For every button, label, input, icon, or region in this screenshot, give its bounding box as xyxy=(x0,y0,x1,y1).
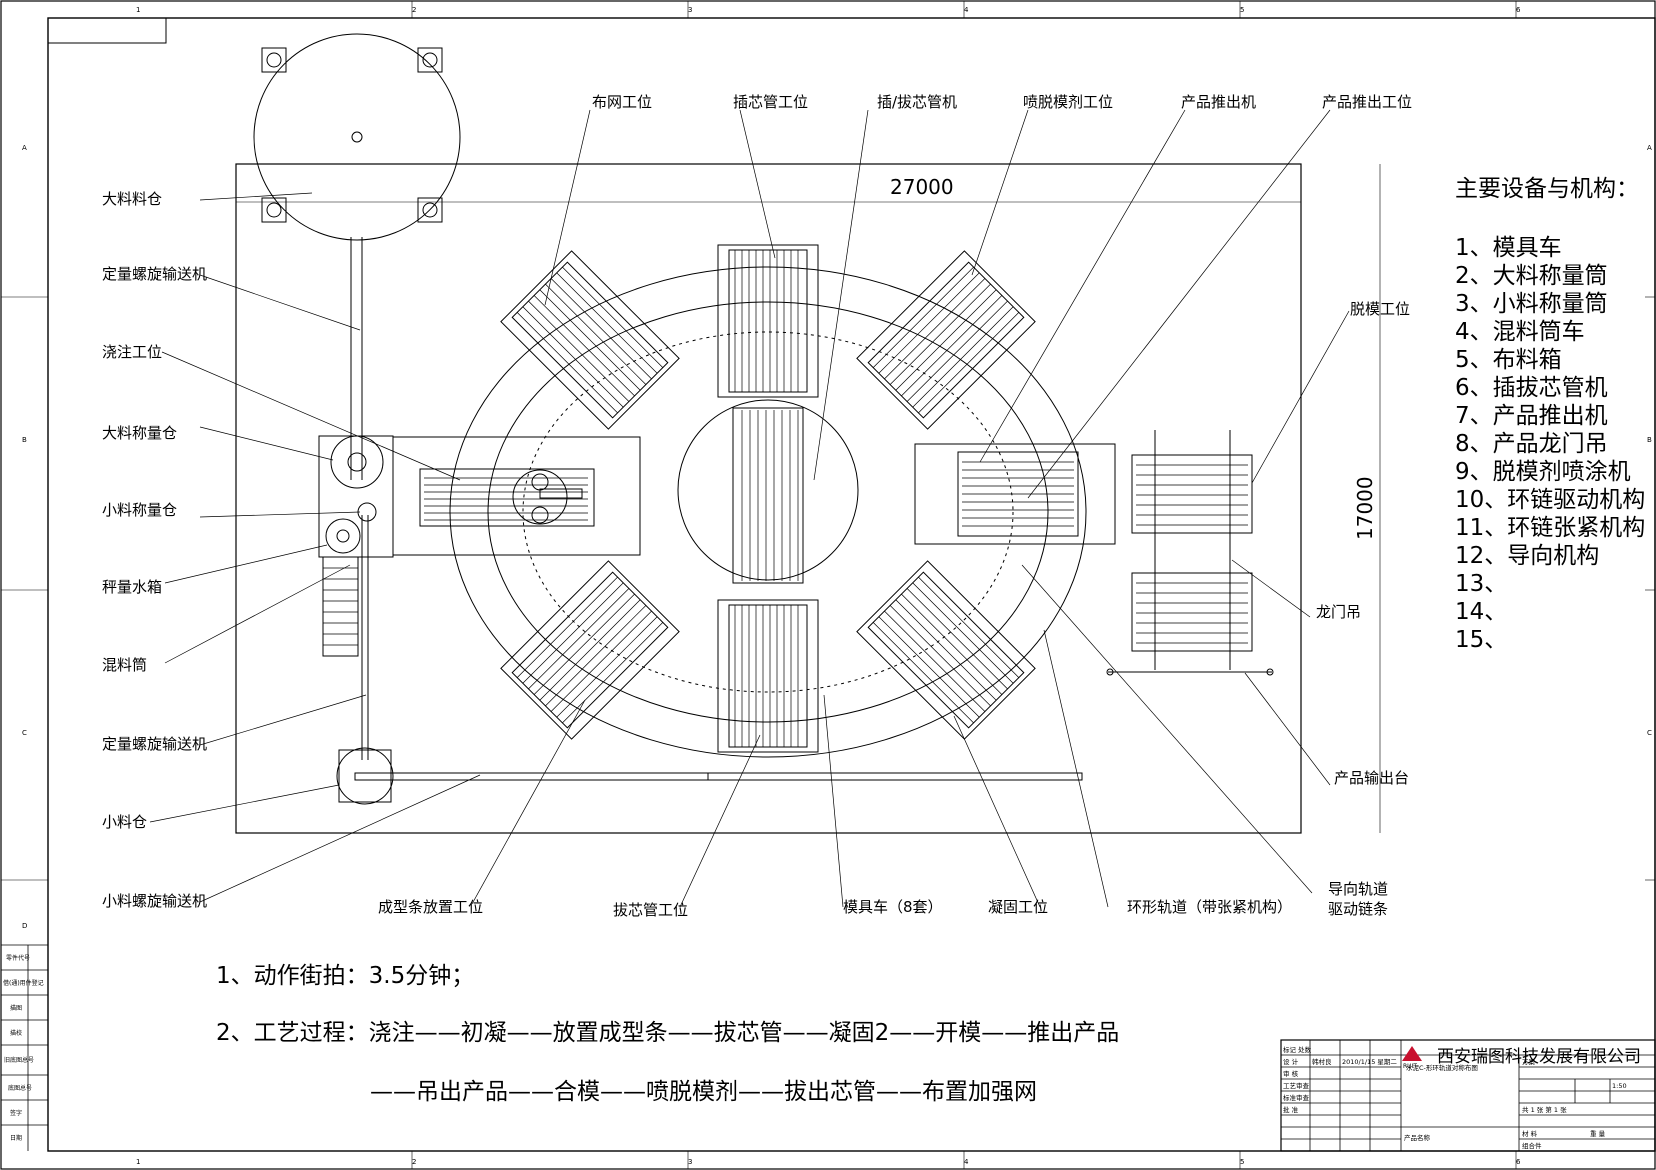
label-core-machine: 插/拔芯管机 xyxy=(877,93,957,111)
grid-top-3: 3 xyxy=(688,6,692,14)
grid-top-6: 6 xyxy=(1516,6,1521,14)
grid-side-c-right: C xyxy=(1647,729,1652,737)
label-big-silo: 大料料仓 xyxy=(102,190,162,208)
label-mesh: 布网工位 xyxy=(592,93,652,111)
label-small-weigh: 小料称量仓 xyxy=(102,501,177,519)
equipment-item-1: 1、模具车 xyxy=(1455,235,1562,261)
equipment-item-15: 15、 xyxy=(1455,627,1507,653)
label-strip: 成型条放置工位 xyxy=(378,898,483,916)
grid-bottom-3: 3 xyxy=(688,1158,692,1166)
equipment-item-13: 13、 xyxy=(1455,571,1507,597)
equipment-title: 主要设备与机构： xyxy=(1455,176,1639,202)
equipment-item-11: 11、环链张紧机构 xyxy=(1455,515,1645,541)
label-spray: 喷脱模剂工位 xyxy=(1023,93,1113,111)
equipment-item-6: 6、插拔芯管机 xyxy=(1455,375,1608,401)
equipment-item-12: 12、导向机构 xyxy=(1455,543,1599,569)
logo-text: RUIT xyxy=(1403,1063,1417,1070)
tb-sheet: 共 1 张 第 1 张 xyxy=(1522,1105,1567,1114)
grid-side-b-right: B xyxy=(1647,436,1652,444)
grid-bottom-1: 1 xyxy=(136,1158,140,1166)
grid-bottom-4: 4 xyxy=(964,1158,969,1166)
label-drive-chain: 驱动链条 xyxy=(1328,900,1388,918)
tb-assembly: 组合件 xyxy=(1522,1141,1542,1150)
label-big-weigh: 大料称量仓 xyxy=(102,424,177,442)
label-core-pull: 拔芯管工位 xyxy=(613,901,688,919)
company-name: 西安瑞图科技发展有限公司 xyxy=(1437,1047,1641,1067)
label-core-insert: 插芯管工位 xyxy=(733,93,808,111)
label-demold: 脱模工位 xyxy=(1350,300,1410,318)
strip-sign: 签字 xyxy=(10,1109,22,1117)
dim-width: 27000 xyxy=(890,175,954,199)
grid-top-1: 1 xyxy=(136,6,140,14)
label-track: 环形轨道（带张紧机构） xyxy=(1127,898,1292,916)
grid-top-4: 4 xyxy=(964,6,969,14)
tb-scale: 1:50 xyxy=(1612,1082,1627,1090)
tb-product: 产品名称 xyxy=(1404,1133,1431,1142)
tb-row-mark: 标记 处数 xyxy=(1283,1045,1312,1054)
tb-row-approve: 批 准 xyxy=(1283,1105,1299,1114)
note-process-line-2: ——吊出产品——合模——喷脱模剂——拔出芯管——布置加强网 xyxy=(370,1079,1037,1105)
equipment-item-14: 14、 xyxy=(1455,599,1507,625)
grid-bottom-5: 5 xyxy=(1240,1158,1244,1166)
equipment-item-7: 7、产品推出机 xyxy=(1455,403,1608,429)
note-process-line-1: 2、工艺过程：浇注——初凝——放置成型条——拔芯管——凝固2——开模——推出产品 xyxy=(216,1020,1119,1046)
equipment-item-5: 5、布料箱 xyxy=(1455,347,1562,373)
label-push-station: 产品推出工位 xyxy=(1322,93,1412,111)
strip-check: 描校 xyxy=(10,1029,22,1037)
label-small-screw: 小料螺旋输送机 xyxy=(102,892,207,910)
grid-bottom-6: 6 xyxy=(1516,1158,1521,1166)
label-gantry: 龙门吊 xyxy=(1316,603,1361,621)
label-pour: 浇注工位 xyxy=(102,343,162,361)
label-pusher: 产品推出机 xyxy=(1181,93,1256,111)
label-screw-top: 定量螺旋输送机 xyxy=(102,265,207,283)
equipment-item-8: 8、产品龙门吊 xyxy=(1455,431,1608,457)
tb-date: 2010/1/15 星期二 xyxy=(1342,1058,1397,1066)
equipment-item-3: 3、小料称量筒 xyxy=(1455,291,1608,317)
label-small-silo: 小料仓 xyxy=(102,813,147,831)
label-mixer: 混料筒 xyxy=(102,656,147,674)
grid-side-b: B xyxy=(22,436,27,444)
label-screw-bottom: 定量螺旋输送机 xyxy=(102,735,207,753)
tb-code: 方案 xyxy=(1522,1057,1536,1066)
tb-designer: 韩村良 xyxy=(1312,1057,1332,1066)
label-output: 产品输出台 xyxy=(1334,769,1409,787)
strip-part-code: 零件代号 xyxy=(6,954,30,962)
strip-old-number: 旧底图总号 xyxy=(4,1056,34,1064)
dim-height: 17000 xyxy=(1353,476,1377,540)
company-logo: RUIT xyxy=(1402,1046,1422,1070)
tb-row-standard: 标准审查 xyxy=(1283,1093,1310,1102)
grid-top-2: 2 xyxy=(412,6,416,14)
tb-row-process: 工艺审查 xyxy=(1283,1081,1310,1090)
tb-row-design: 设 计 xyxy=(1283,1057,1299,1066)
label-mold-car: 模具车（8套） xyxy=(843,898,943,916)
grid-side-a: A xyxy=(22,144,27,152)
equipment-item-4: 4、混料筒车 xyxy=(1455,319,1585,345)
grid-bottom-2: 2 xyxy=(412,1158,416,1166)
drawing-name: 水泥C-形环轨道对称布图 xyxy=(1406,1063,1478,1072)
strip-tracing: 描图 xyxy=(10,1004,22,1012)
grid-side-c: C xyxy=(22,729,27,737)
equipment-item-9: 9、脱模剂喷涂机 xyxy=(1455,459,1631,485)
grid-side-a-right: A xyxy=(1647,144,1652,152)
label-cure: 凝固工位 xyxy=(988,898,1048,916)
label-water-tank: 秤量水箱 xyxy=(102,578,162,596)
equipment-item-10: 10、环链驱动机构 xyxy=(1455,487,1645,513)
strip-borrowed: 借(通)用件登记 xyxy=(3,979,44,987)
tb-weight: 重 量 xyxy=(1590,1130,1606,1138)
tb-material: 材 料 xyxy=(1522,1129,1538,1138)
tb-row-review: 审 核 xyxy=(1283,1069,1299,1078)
equipment-item-2: 2、大料称量筒 xyxy=(1455,263,1608,289)
strip-date: 日期 xyxy=(10,1134,22,1142)
note-cycle-time: 1、动作街拍：3.5分钟； xyxy=(216,963,474,989)
label-guide-rail: 导向轨道 xyxy=(1328,880,1388,898)
grid-side-d: D xyxy=(22,922,27,930)
grid-top-5: 5 xyxy=(1240,6,1244,14)
strip-number: 底图总号 xyxy=(8,1084,32,1092)
